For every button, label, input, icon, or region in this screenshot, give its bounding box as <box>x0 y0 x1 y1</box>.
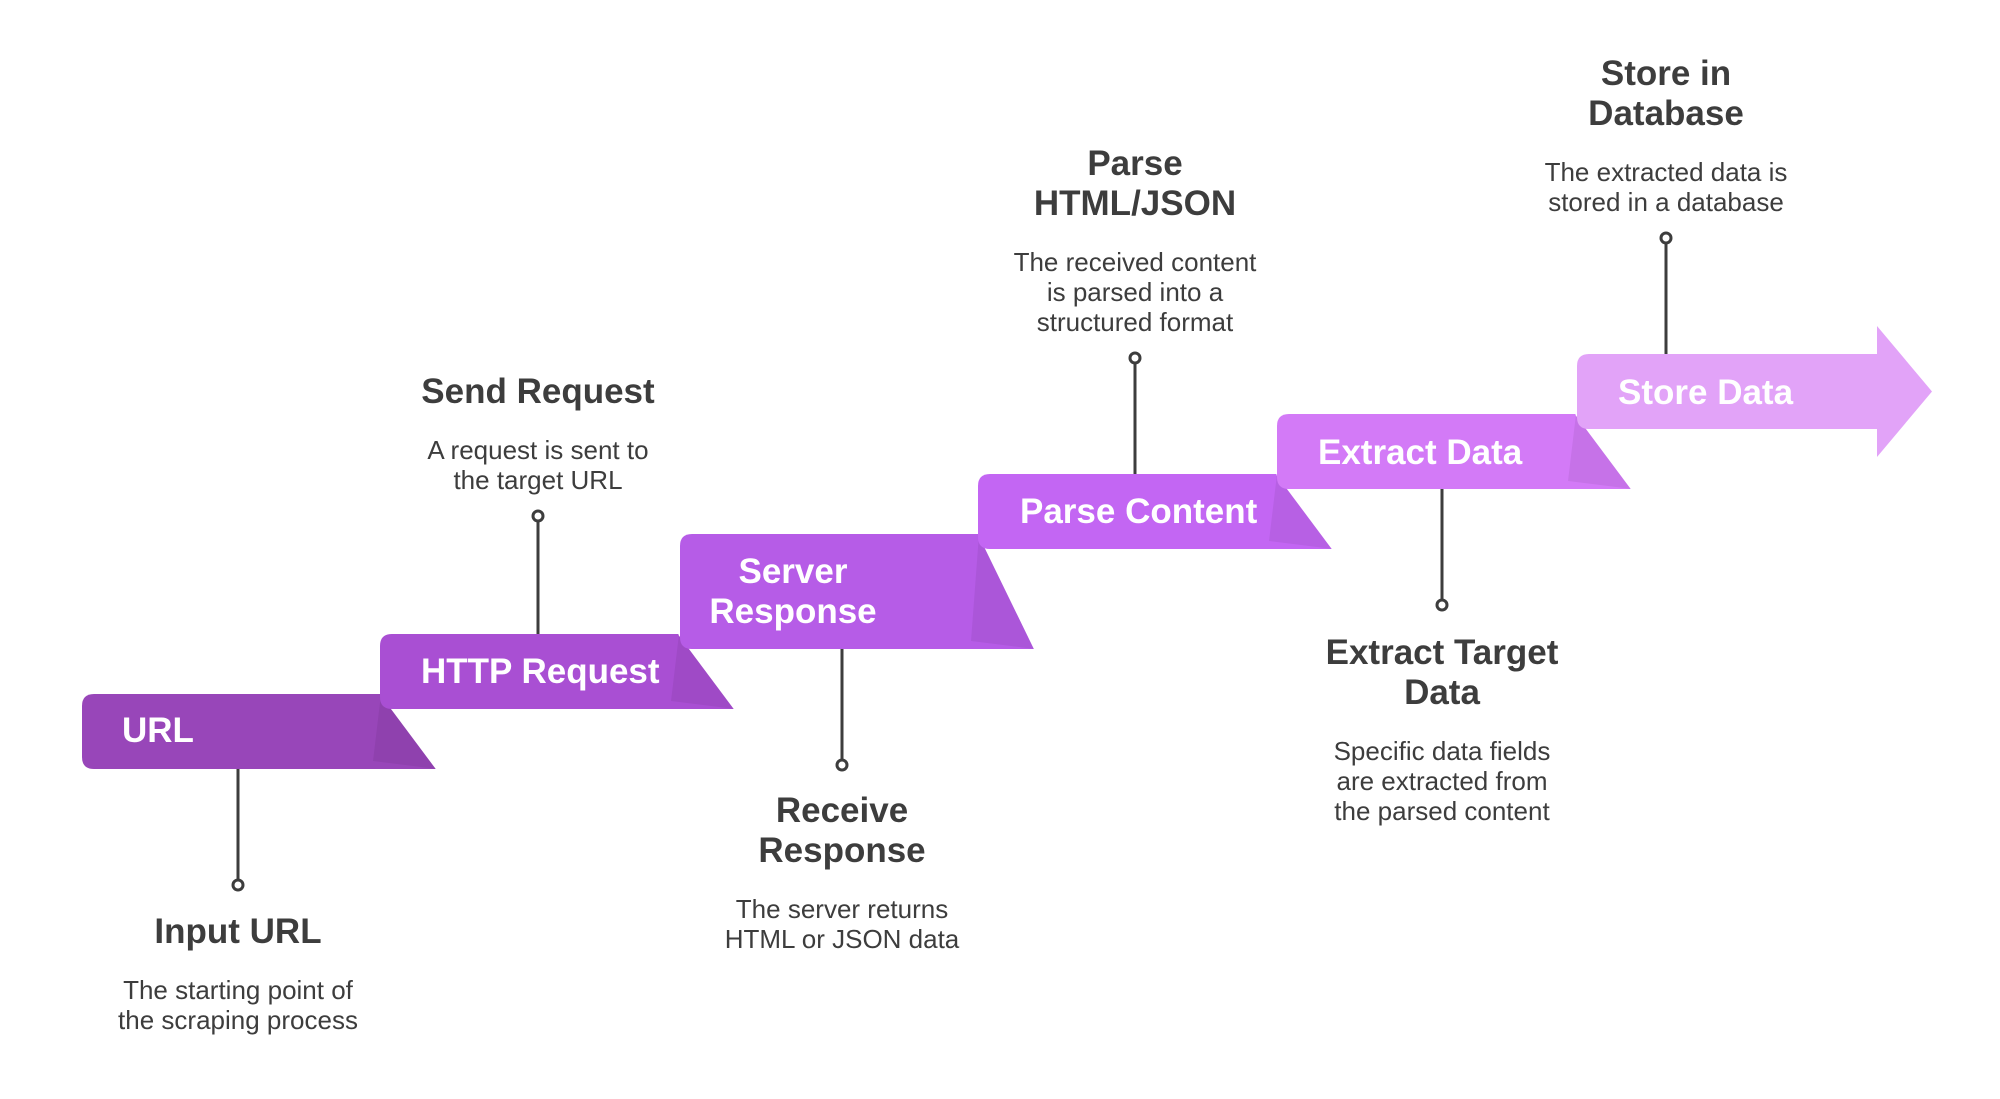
annotation-description-line: The starting point of <box>123 975 354 1005</box>
step-label-line: Store Data <box>1618 373 1794 412</box>
step-shape-5 <box>1277 414 1632 489</box>
connector-dot-3 <box>835 758 849 772</box>
connector-dot-5 <box>1435 598 1449 612</box>
step-fold-shade-2 <box>671 634 735 709</box>
annotation-description-line: the target URL <box>453 465 622 495</box>
annotation-description-line: is parsed into a <box>1047 277 1224 307</box>
annotation-description-line: The server returns <box>736 894 948 924</box>
annotation-description-line: the scraping process <box>118 1005 358 1035</box>
annotation-title-line: Extract Target <box>1326 633 1559 672</box>
step-fold-line-3 <box>978 533 1036 650</box>
annotation-description-line: The extracted data is <box>1545 157 1788 187</box>
step-fold-shade-1 <box>373 694 437 769</box>
step-label-line: Response <box>709 592 876 631</box>
annotation-description-line: structured format <box>1037 307 1234 337</box>
annotation-title-line: Input URL <box>154 912 321 951</box>
step-label-2: HTTP Request <box>421 652 660 691</box>
step-label-line: HTTP Request <box>421 652 660 691</box>
annotation-description-line: stored in a database <box>1548 187 1784 217</box>
step-fold-shade-3 <box>971 534 1035 649</box>
step-shape-6 <box>1577 326 1932 457</box>
annotation-description-line: are extracted from <box>1337 766 1548 796</box>
annotation-title-line: Parse <box>1087 144 1182 183</box>
step-shape-1 <box>82 694 437 769</box>
step-fold-shade-4 <box>1269 474 1333 549</box>
connector-dot-4 <box>1128 351 1142 365</box>
step-label-1: URL <box>122 711 194 750</box>
annotation-description-line: A request is sent to <box>427 435 648 465</box>
step-label-line: Parse Content <box>1020 492 1258 531</box>
step-label-line: URL <box>122 711 194 750</box>
step-shape-2 <box>380 634 735 709</box>
step-fold-shade-5 <box>1568 414 1632 489</box>
step-label-5: Extract Data <box>1318 433 1523 472</box>
step-shape-4 <box>978 474 1333 549</box>
annotation-title-line: HTML/JSON <box>1034 184 1236 223</box>
annotation-title-1: Input URL <box>154 912 321 951</box>
connector-dot-1 <box>231 878 245 892</box>
annotation-title-line: Data <box>1404 673 1480 712</box>
annotation-title-2: Send Request <box>421 372 655 411</box>
annotation-description-line: HTML or JSON data <box>725 924 960 954</box>
annotation-title-line: Send Request <box>421 372 655 411</box>
annotation-title-line: Store in <box>1601 54 1731 93</box>
step-label-6: Store Data <box>1618 373 1794 412</box>
annotation-description-line: the parsed content <box>1334 796 1550 826</box>
annotation-title-line: Receive <box>776 791 908 830</box>
annotation-description-line: Specific data fields <box>1334 736 1551 766</box>
step-label-line: Server <box>739 552 848 591</box>
annotation-description-line: The received content <box>1014 247 1258 277</box>
connector-dot-2 <box>531 509 545 523</box>
step-label-line: Extract Data <box>1318 433 1523 472</box>
annotation-title-line: Response <box>758 831 925 870</box>
step-shape-3 <box>680 534 1035 649</box>
annotation-title-line: Database <box>1588 94 1744 133</box>
step-label-4: Parse Content <box>1020 492 1258 531</box>
connector-dot-6 <box>1659 231 1673 245</box>
